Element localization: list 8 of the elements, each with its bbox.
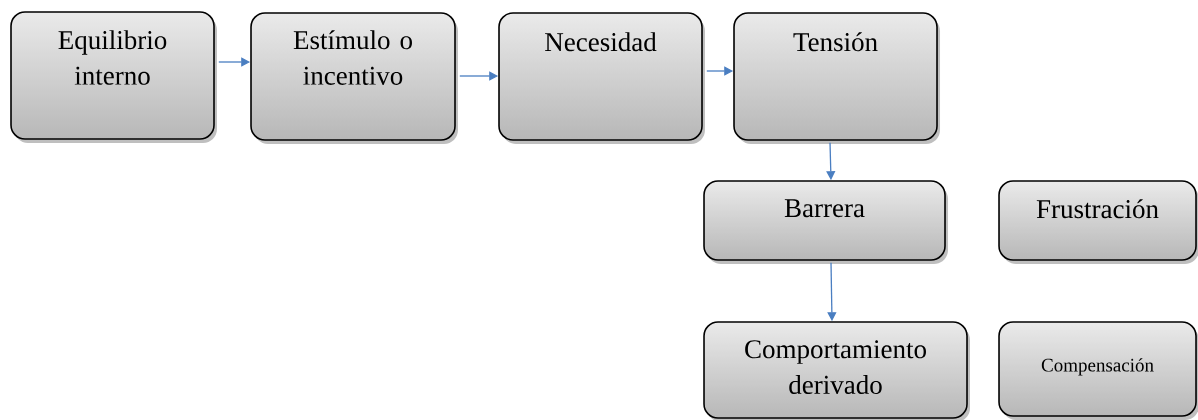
process-box: Frustración [998,180,1198,264]
process-box: Tensión [733,12,940,144]
process-box: Estímulo o incentivo [250,12,458,144]
process-box: Compensación [998,321,1198,420]
process-box: Equilibrio interno [10,11,217,143]
process-box: Comportamiento derivado [703,321,970,420]
process-box: Necesidad [498,12,705,144]
process-box: Barrera [703,180,948,264]
